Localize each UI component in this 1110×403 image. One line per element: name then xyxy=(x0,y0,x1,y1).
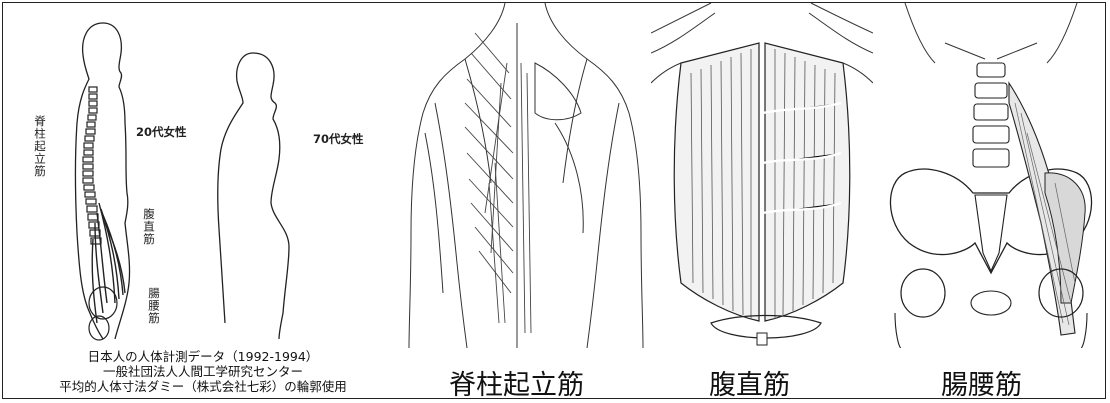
rectus-abdominis-panel: 腹直筋 xyxy=(651,3,873,398)
silhouette-70s xyxy=(218,53,289,339)
iliopsoas-illustration xyxy=(875,3,1107,348)
posture-silhouettes xyxy=(3,3,403,348)
pubic-ring xyxy=(971,291,1011,315)
ribcage-lines xyxy=(905,3,1077,63)
leg-outline xyxy=(89,316,109,340)
femoral-head-left xyxy=(901,269,945,317)
lumbar-vertebrae xyxy=(973,63,1009,167)
credit-line-1: 日本人の人体計測データ（1992-1994） xyxy=(3,349,403,364)
credit-line-3: 平均的人体寸法ダミー（株式会社七彩）の輪郭使用 xyxy=(3,379,403,394)
caption-iliopsoas: 腸腰筋 xyxy=(941,363,1022,398)
label-rectus-abdominis: 腹直筋 xyxy=(141,208,157,246)
source-credit: 日本人の人体計測データ（1992-1994） 一般社団法人人間工学研究センター … xyxy=(3,349,403,394)
caption-erector-spinae: 脊柱起立筋 xyxy=(449,363,584,398)
caption-rectus-abdominis: 腹直筋 xyxy=(709,363,790,398)
figure-frame: 脊柱起立筋 腹直筋 腸腰筋 20代女性 70代女性 日本人の人体計測データ（19… xyxy=(2,2,1106,399)
erector-hatching xyxy=(465,33,531,333)
pelvis-outline xyxy=(89,287,117,319)
label-20s-woman: 20代女性 xyxy=(136,124,187,140)
rectus-sheath-right xyxy=(765,43,850,321)
rectus-abdominis-illustration xyxy=(651,3,873,348)
erector-spinae-illustration xyxy=(405,3,649,348)
label-erector-spinae: 脊柱起立筋 xyxy=(32,115,48,178)
muscle-strands xyxy=(92,203,125,323)
label-70s-woman: 70代女性 xyxy=(313,131,364,147)
credit-line-2: 一般社団法人人間工学研究センター xyxy=(3,364,403,379)
erector-spinae-panel: 脊柱起立筋 xyxy=(405,3,649,398)
rectus-sheath-left xyxy=(674,43,759,321)
posture-comparison-panel: 脊柱起立筋 腹直筋 腸腰筋 20代女性 70代女性 日本人の人体計測データ（19… xyxy=(3,3,403,398)
pubic-symphysis xyxy=(757,333,767,345)
sacrum xyxy=(975,195,1007,271)
iliopsoas-panel: 腸腰筋 xyxy=(875,3,1107,398)
label-iliopsoas: 腸腰筋 xyxy=(146,287,162,325)
